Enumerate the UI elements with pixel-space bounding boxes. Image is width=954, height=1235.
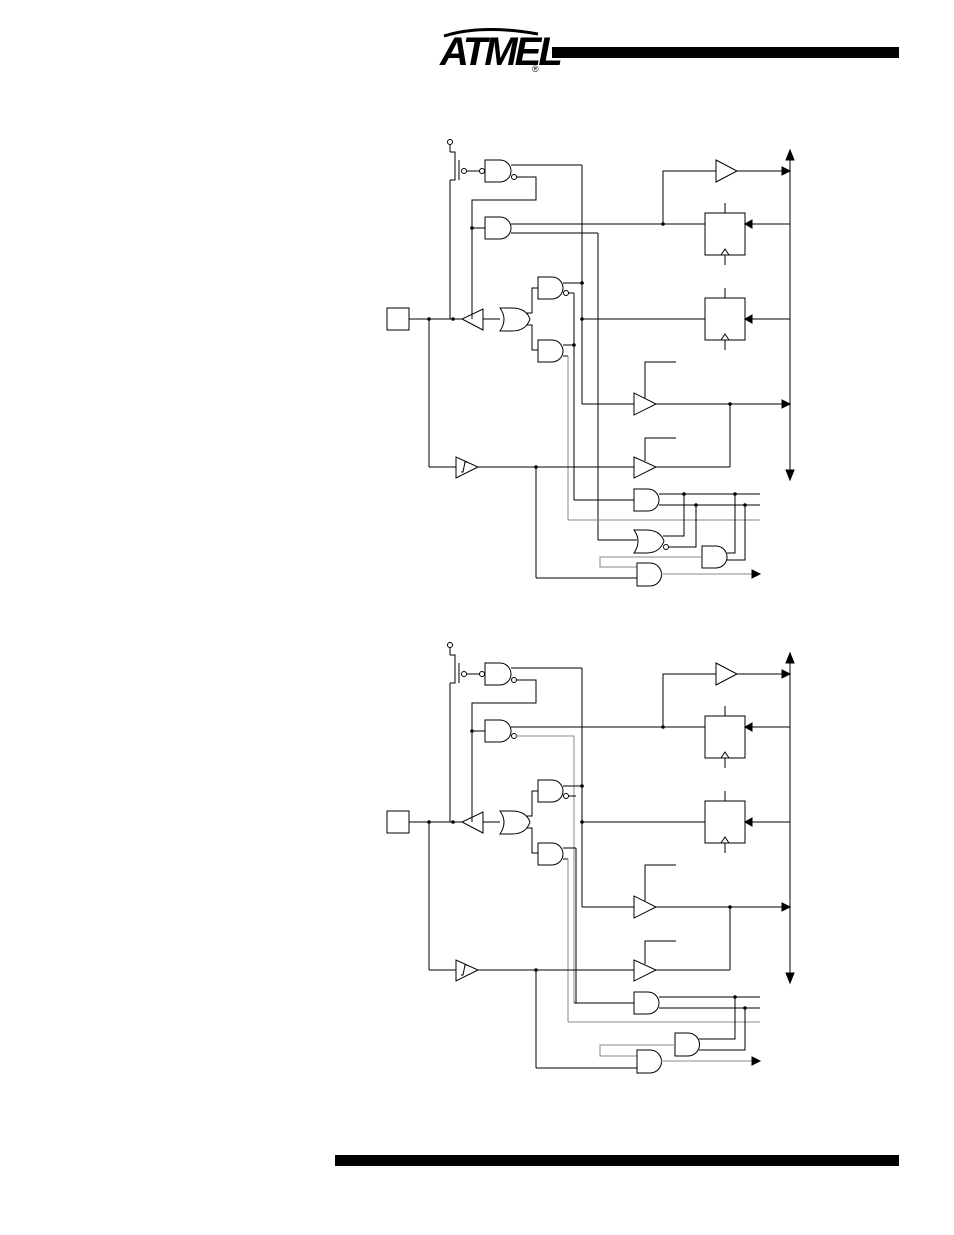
read-ddr-buffer: [716, 663, 737, 685]
or-gate-1: [500, 811, 530, 834]
and-gate-2: [485, 720, 511, 742]
pullup-nand-gate: [485, 663, 511, 685]
and-gate-7: [637, 1050, 662, 1073]
and-gate-3: [538, 780, 563, 802]
footer-rule: [335, 1155, 899, 1166]
schmitt-trigger: [456, 960, 478, 981]
and-gate-5: [634, 992, 659, 1014]
pin-pad: [387, 811, 409, 833]
vcc-node: [448, 643, 453, 648]
and-gate-4: [538, 843, 563, 865]
and-gate-6: [675, 1033, 700, 1056]
